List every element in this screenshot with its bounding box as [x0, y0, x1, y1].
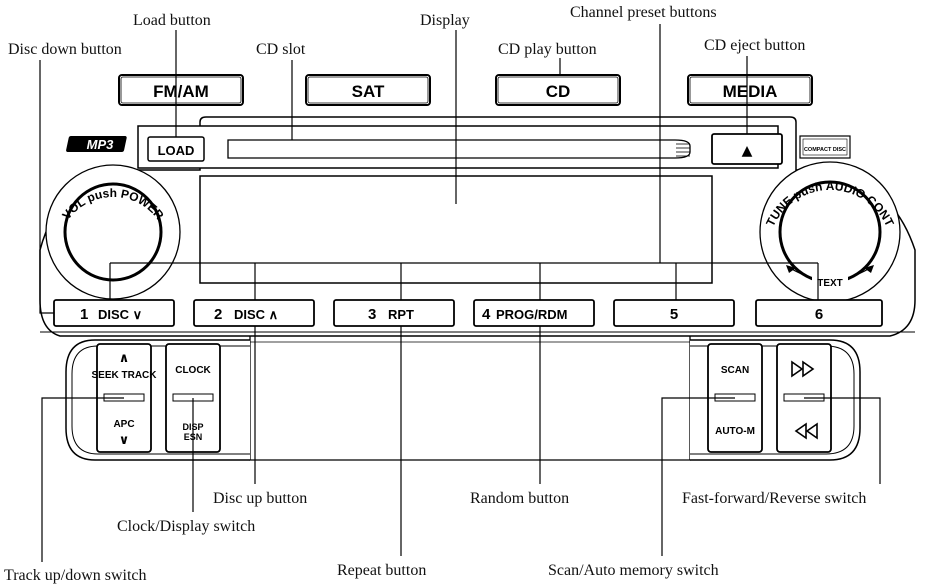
tune-knob[interactable]: TUNE push AUDIO CONT TEXT [759, 161, 901, 303]
svg-text:∨: ∨ [119, 433, 130, 448]
cd-eject-button-callout: CD eject button [704, 37, 805, 54]
disc-down-button-callout: Disc down button [8, 41, 122, 58]
svg-text:SAT: SAT [352, 82, 385, 101]
svg-text:3: 3 [368, 306, 376, 323]
svg-text:RPT: RPT [388, 307, 414, 322]
sat-button[interactable]: SAT [305, 74, 431, 106]
preset-button-6[interactable]: 6 [755, 299, 883, 327]
svg-text:AUTO-M: AUTO-M [715, 426, 755, 437]
svg-text:DISC ∧: DISC ∧ [234, 307, 278, 322]
svg-text:MEDIA: MEDIA [723, 82, 778, 101]
scan-auto-memory-switch-callout: Scan/Auto memory switch [548, 562, 719, 579]
fast-forward-reverse-switch-callout: Fast-forward/Reverse switch [682, 490, 866, 507]
svg-text:MP3: MP3 [87, 137, 115, 152]
cd-play-button-callout: CD play button [498, 41, 597, 58]
svg-text:APC: APC [113, 419, 134, 430]
svg-text:SCAN: SCAN [721, 365, 749, 376]
svg-text:DISC ∨: DISC ∨ [98, 307, 142, 322]
cd-slot [227, 139, 691, 159]
channel-preset-buttons-callout: Channel preset buttons [570, 4, 717, 21]
svg-text:COMPACT DISC: COMPACT DISC [804, 147, 846, 153]
svg-text:6: 6 [815, 306, 823, 323]
vol-knob[interactable]: VOL push POWER [45, 164, 181, 300]
text-label: TEXT [817, 278, 843, 289]
load-button[interactable]: LOAD [147, 136, 205, 162]
svg-text:4: 4 [482, 306, 491, 323]
preset-button-1[interactable]: 1 DISC ∨ [53, 299, 175, 327]
svg-text:CLOCK: CLOCK [175, 365, 211, 376]
mp3-logo: MP3 [66, 136, 127, 152]
eject-icon: ▲ [742, 143, 753, 159]
svg-text:2: 2 [214, 306, 222, 323]
leader-lines [39, 24, 881, 562]
svg-text:∧: ∧ [119, 351, 130, 366]
compact-disc-logo: COMPACT DISC [799, 135, 851, 159]
cd-slot-callout: CD slot [256, 41, 306, 58]
svg-text:FM/AM: FM/AM [153, 82, 209, 101]
fm-am-button[interactable]: FM/AM [118, 74, 244, 106]
media-button[interactable]: MEDIA [687, 74, 813, 106]
preset-button-2[interactable]: 2 DISC ∧ [193, 299, 315, 327]
repeat-button-callout: Repeat button [337, 562, 426, 579]
load-button-callout: Load button [133, 12, 211, 29]
disc-up-button-callout: Disc up button [213, 490, 307, 507]
preset-button-4[interactable]: 4 PROG/RDM [473, 299, 595, 327]
svg-text:5: 5 [670, 306, 678, 323]
svg-text:SEEK TRACK: SEEK TRACK [91, 370, 157, 381]
fast-forward-icon [791, 360, 815, 378]
track-up-down-switch-callout: Track up/down switch [4, 567, 147, 584]
preset-button-3[interactable]: 3 RPT [333, 299, 455, 327]
rewind-icon [794, 422, 818, 440]
svg-text:LOAD: LOAD [158, 143, 195, 158]
preset-button-5[interactable]: 5 [613, 299, 735, 327]
cd-play-button[interactable]: CD [495, 74, 621, 106]
clock-display-switch-callout: Clock/Display switch [117, 518, 255, 535]
svg-text:1: 1 [80, 306, 88, 323]
lower-panel-outline [249, 336, 691, 461]
display-callout: Display [420, 12, 470, 29]
left-switch-housing [65, 339, 250, 461]
random-button-callout: Random button [470, 490, 569, 507]
svg-text:CD: CD [546, 82, 571, 101]
svg-text:PROG/RDM: PROG/RDM [496, 307, 568, 322]
cd-eject-button[interactable]: ▲ [711, 133, 783, 165]
